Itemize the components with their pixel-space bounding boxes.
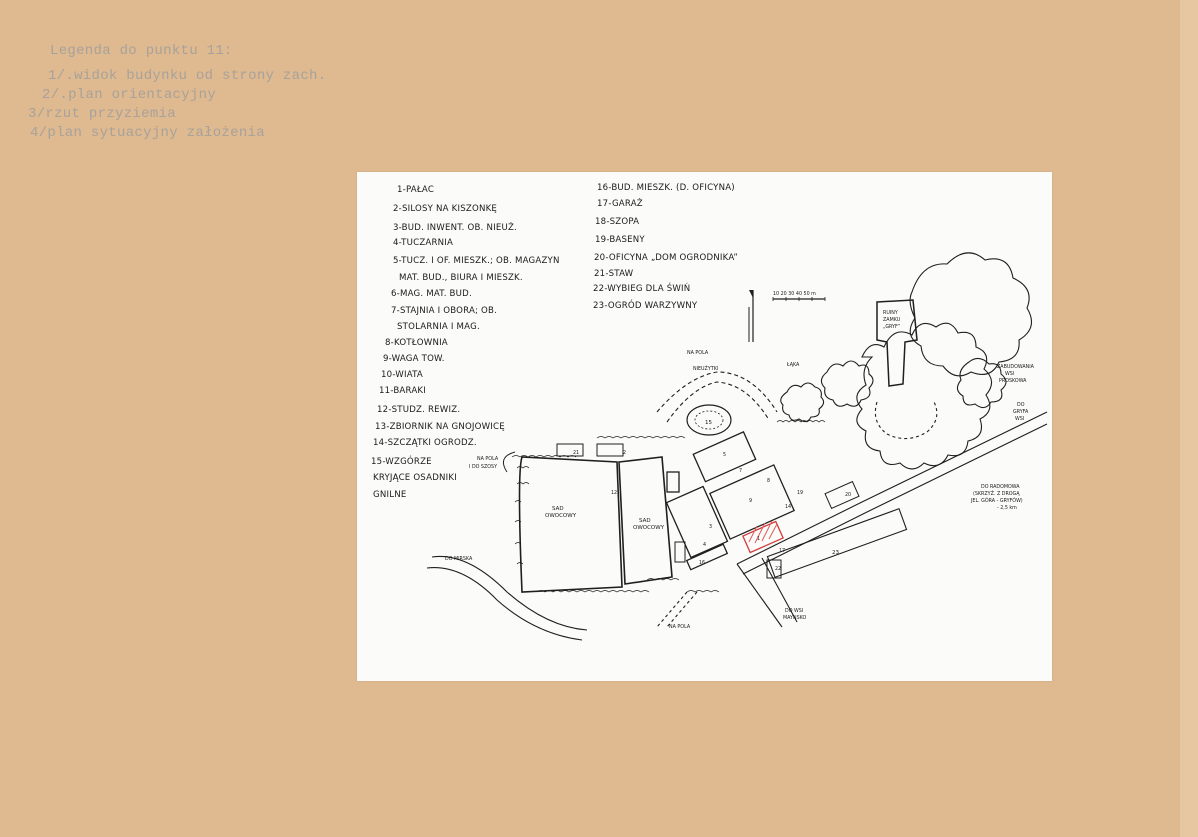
map-label: DO RADOMOWA: [981, 484, 1020, 490]
mound: 15: [686, 404, 732, 436]
roads: [426, 371, 1048, 641]
legend-left-item: 13-ZBIORNIK NA GNOJOWICĘ: [375, 422, 505, 432]
orchards: SAD OWOCOWY SAD OWOCOWY: [502, 451, 673, 593]
legend-right-column: 16-BUD. MIESZK. (D. OFICYNA) 17-GARAŻ 18…: [593, 183, 738, 311]
site-plan-drawing: 1-PAŁAC 2-SILOSY NA KISZONKĘ 3-BUD. INWE…: [371, 183, 1048, 641]
map-label: NA POLA: [669, 624, 691, 630]
legend-left-item: 11-BARAKI: [379, 386, 426, 396]
map-label: ŁĄKA: [786, 362, 800, 368]
map-label: 7: [739, 468, 742, 474]
legend-left-item: GNILNE: [373, 490, 406, 500]
scale-bar: 10 20 30 40 50 m: [772, 291, 826, 301]
map-label: „GRYF”: [883, 324, 901, 330]
map-label: 16: [699, 560, 705, 566]
legend-right-item: 23-OGRÓD WARZYWNY: [593, 299, 698, 311]
legend-left-item: 8-KOTŁOWNIA: [385, 338, 448, 348]
map-label: DO WSI: [785, 608, 803, 614]
map-label: 17: [779, 548, 785, 554]
site-plan-photo: 1-PAŁAC 2-SILOSY NA KISZONKĘ 3-BUD. INWE…: [357, 172, 1052, 681]
palace-highlight: [742, 520, 784, 554]
map-label: OWOCOWY: [633, 525, 665, 531]
map-label: 19: [797, 490, 803, 496]
map-label: (SKRZYŻ. Z DROGĄ: [973, 490, 1020, 497]
map-label: ZABUDOWANIA: [997, 364, 1035, 370]
map-label: SAD: [552, 506, 564, 512]
card-edge: [1180, 0, 1198, 837]
map-label: 5: [723, 452, 726, 458]
map-label: WSI: [1015, 416, 1024, 422]
map-label: 14: [785, 504, 791, 510]
legend-left-item: 4-TUCZARNIA: [393, 238, 453, 248]
forest: [780, 252, 1033, 470]
map-label: SAD: [639, 518, 651, 524]
map-label: 8: [767, 478, 770, 484]
map-label: 23: [832, 550, 839, 556]
map-label: 22: [775, 566, 781, 572]
map-label: - 2,5 km: [997, 505, 1017, 511]
legend-left-item: STOLARNIA I MAG.: [397, 322, 480, 332]
map-labels: NA POLA NIEUŻYTKI ŁĄKA ZABUDOWANIA WSI P…: [445, 350, 1035, 630]
map-label: 9: [749, 498, 752, 504]
legend-line-2: 2/.plan orientacyjny: [42, 87, 217, 103]
legend-right-item: 17-GARAŻ: [597, 198, 643, 209]
map-label: NA POLA: [477, 456, 499, 462]
legend-left-item: 1-PAŁAC: [397, 185, 434, 195]
map-label: 3: [709, 524, 712, 530]
map-label: 4: [703, 542, 706, 548]
map-label: NA POLA: [687, 350, 709, 356]
legend-left-item: 10-WIATA: [381, 370, 423, 380]
map-label: MAYNSKO: [783, 615, 806, 621]
map-label: 12: [611, 490, 617, 496]
legend-left-item: 2-SILOSY NA KISZONKĘ: [393, 204, 497, 214]
legend-right-item: 16-BUD. MIESZK. (D. OFICYNA): [597, 183, 735, 193]
legend-left-item: 6-MAG. MAT. BUD.: [391, 289, 472, 299]
map-label: 20: [845, 492, 851, 498]
map-label: PROSKOWA: [999, 378, 1027, 384]
legend-right-item: 18-SZOPA: [595, 217, 639, 227]
north-arrow-icon: [748, 290, 754, 342]
map-label: I DO SZOSY: [469, 464, 497, 470]
map-label: 2: [623, 450, 626, 456]
map-label: DO: [1017, 402, 1025, 408]
outbuildings: [556, 443, 860, 563]
manor-complex: [665, 431, 796, 571]
legend-left-item: MAT. BUD., BIURA I MIESZK.: [399, 273, 523, 283]
map-label: NIEUŻYTKI: [693, 365, 718, 372]
legend-left-item: 7-STAJNIA I OBORA; OB.: [391, 306, 497, 316]
legend-right-item: 19-BASENY: [595, 235, 645, 245]
legend-left-item: KRYJĄCE OSADNIKI: [373, 473, 457, 483]
legend-left-item: 12-STUDZ. REWIZ.: [377, 405, 460, 415]
legend-left-item: 15-WZGÓRZE: [371, 455, 432, 467]
legend-right-item: 22-WYBIEG DLA ŚWIŃ: [593, 282, 690, 294]
legend-left-column: 1-PAŁAC 2-SILOSY NA KISZONKĘ 3-BUD. INWE…: [371, 185, 560, 500]
legend-heading: Legenda do punktu 11:: [50, 43, 233, 59]
typed-legend: Legenda do punktu 11: 1/.widok budynku o…: [28, 42, 327, 143]
legend-left-item: 14-SZCZĄTKI OGRODZ.: [373, 438, 477, 448]
map-label: JEL. GÓRA - GRYFÓW): [970, 497, 1023, 504]
map-label: OWOCOWY: [545, 513, 577, 519]
map-label: 15: [705, 420, 712, 426]
legend-right-item: 21-STAW: [594, 269, 634, 279]
map-label: 1: [757, 536, 760, 542]
legend-line-1: 1/.widok budynku od strony zach.: [48, 68, 327, 84]
legend-right-item: 20-OFICYNA „DOM OGRODNIKA”: [594, 253, 738, 263]
map-label: RUINY: [883, 310, 898, 316]
legend-line-4: 4/plan sytuacyjny założenia: [30, 125, 265, 141]
legend-line-3: 3/rzut przyziemia: [28, 106, 176, 122]
map-label: DO MIRSKA: [445, 556, 473, 562]
scale-bar-label: 10 20 30 40 50 m: [773, 291, 816, 297]
legend-left-item: 9-WAGA TOW.: [383, 354, 445, 364]
map-label: ZAMKU: [883, 317, 901, 323]
castle-ruins: RUINY ZAMKU „GRYF”: [876, 299, 918, 387]
legend-left-item: 3-BUD. INWENT. OB. NIEUŻ.: [393, 222, 517, 233]
map-label: 21: [573, 450, 579, 456]
legend-left-item: 5-TUCZ. I OF. MIESZK.; OB. MAGAZYN: [393, 256, 560, 266]
vegetable-garden: 23: [766, 508, 908, 579]
map-label: WSI: [1005, 371, 1014, 377]
map-label: GRYFA: [1013, 409, 1029, 415]
